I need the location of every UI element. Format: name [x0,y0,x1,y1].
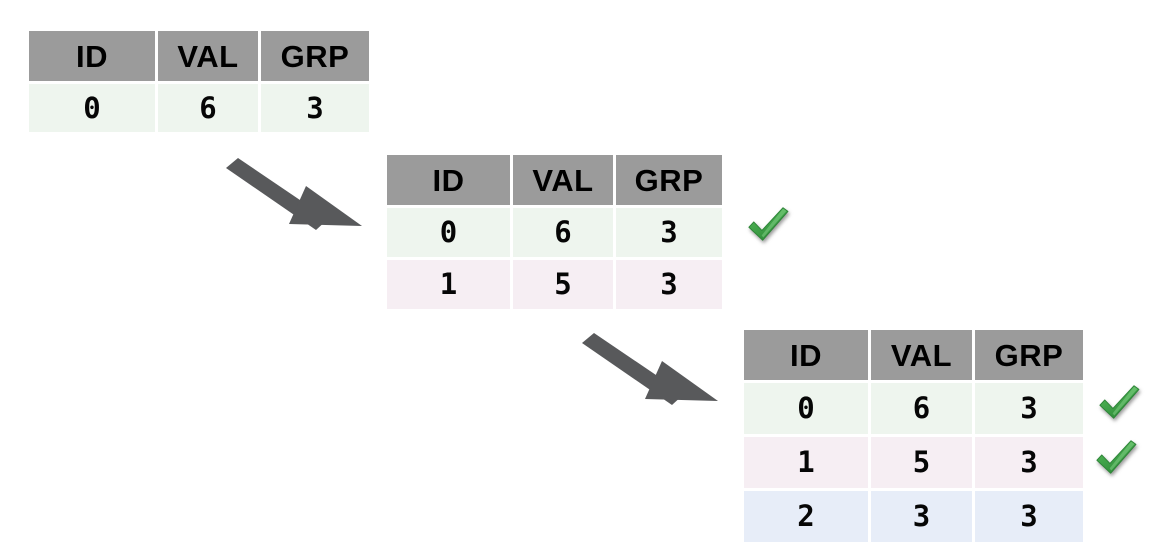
arrow-step1-to-step2 [222,158,387,253]
cell-val: 5 [871,437,972,488]
column-header-val: VAL [158,31,258,81]
table-row: 0 6 3 [29,84,369,132]
column-header-grp: GRP [975,330,1083,380]
column-header-grp: GRP [261,31,369,81]
cell-grp: 3 [975,491,1083,542]
table-row: 0 6 3 [387,208,722,257]
cell-id: 1 [387,260,510,309]
table-step-2: ID VAL GRP 0 6 3 1 5 3 [387,155,722,309]
column-header-id: ID [29,31,155,81]
cell-grp: 3 [975,383,1083,434]
column-header-id: ID [387,155,510,205]
cell-val: 6 [871,383,972,434]
table-header-row: ID VAL GRP [387,155,722,205]
table-header-row: ID VAL GRP [744,330,1083,380]
cell-grp: 3 [261,84,369,132]
arrow-step2-to-step3 [578,333,743,428]
cell-grp: 3 [975,437,1083,488]
check-mark-icon [742,200,794,252]
cell-id: 0 [744,383,868,434]
check-mark-icon [1093,378,1145,430]
check-mark-icon [1090,433,1142,485]
table-step-3: ID VAL GRP 0 6 3 1 5 3 2 3 3 [744,330,1083,542]
cell-grp: 3 [616,208,722,257]
cell-grp: 3 [616,260,722,309]
column-header-grp: GRP [616,155,722,205]
column-header-val: VAL [871,330,972,380]
column-header-val: VAL [513,155,613,205]
cell-val: 6 [158,84,258,132]
column-header-id: ID [744,330,868,380]
table-step-1: ID VAL GRP 0 6 3 [29,31,369,132]
cell-id: 2 [744,491,868,542]
cell-id: 0 [387,208,510,257]
cell-id: 1 [744,437,868,488]
table-row: 0 6 3 [744,383,1083,434]
cell-val: 5 [513,260,613,309]
cell-val: 6 [513,208,613,257]
table-header-row: ID VAL GRP [29,31,369,81]
cell-id: 0 [29,84,155,132]
cell-val: 3 [871,491,972,542]
table-row: 2 3 3 [744,491,1083,542]
table-row: 1 5 3 [387,260,722,309]
table-row: 1 5 3 [744,437,1083,488]
